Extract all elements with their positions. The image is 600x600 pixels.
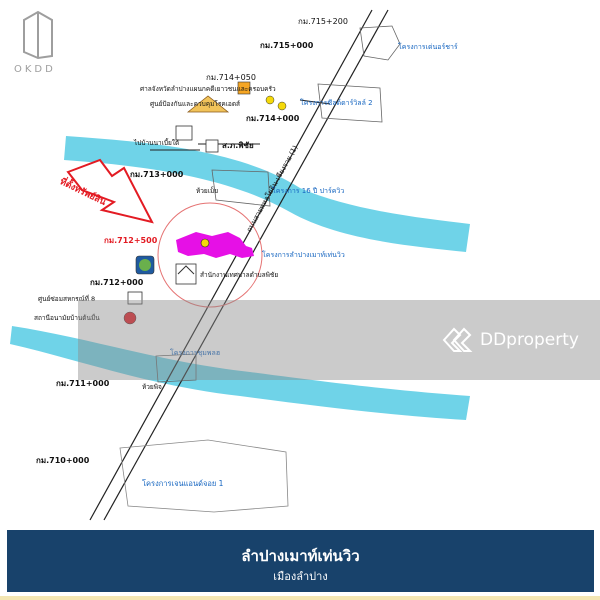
outline-parkview [211,169,271,207]
site-arrow [66,158,154,224]
marker-km713-000: กม.713+000 [130,170,184,179]
recycle-inner [139,259,151,271]
property-banner: ลำปางเมาท์เท่นวิว เมืองลำปาง [7,530,594,592]
marker-km712-500: กม.712+500 [104,236,158,245]
ddproperty-text: DDproperty [480,330,579,350]
label-project-2: โครงการซีลด์ดาร์วิลล์ 2 [300,99,373,107]
label-project-lower: โครงการชุมพลฮ [170,349,221,357]
municipal-box [175,263,197,285]
watermark-band [78,300,600,380]
label-municipal: สำนักงานเทศบาลตำบลพิชัย [200,271,279,279]
outline-bottom-project [119,439,289,513]
marker-km715-200: กม.715+200 [298,17,348,26]
marker-km715-000: กม.715+000 [260,41,314,50]
outline-top-project [359,25,401,61]
court-building [175,125,193,141]
label-project-mountain: โครงการลำปางเมาท์เท่นวิว [262,251,345,259]
label-river-2: ห้วยพิจ [142,383,162,391]
marker-km714-050: กม.714+050 [206,73,256,82]
ddproperty-watermark: DDproperty [440,325,579,355]
outline-project2 [317,83,383,123]
plot-marker [200,238,210,248]
label-river-1: ห้วยเม็ย [196,187,219,195]
landmark-icon [237,81,251,95]
property-district: เมืองลำปาง [273,570,328,583]
bottom-strip [0,596,600,600]
yellow-marker-3 [277,101,287,111]
label-project-bottom: โครงการเจนแอนด์จอย 1 [142,479,224,488]
label-project-river: โครงการ 16 ปี ปาร์ควิว [272,187,345,195]
repair-box [127,291,143,305]
property-plot [176,232,254,258]
label-repair-center: ศูนย์ซ่อมสหกรณ์ที่ 8 [38,295,96,303]
temple-roof [186,95,230,113]
marker-km712-000: กม.712+000 [90,278,144,287]
health-icon [123,311,137,325]
ddproperty-logo-icon [442,327,473,352]
property-circle [157,202,263,308]
river-lower [10,326,470,420]
river-upper [64,136,470,252]
property-title: ลำปางเมาท์เท่นวิว [241,547,360,565]
outline-lower-project [155,353,197,383]
label-health-station: สถานีอนามัยบ้านต้นมื่น [34,314,100,322]
highway-line-right [103,9,389,521]
side-road-project2 [299,99,331,105]
label-police: ส.ภ.พิชัย [222,141,254,150]
okdd-logo-text: OKDD [14,64,56,75]
label-drug-center: ศูนย์ป้องกันและควบคุมโรคเอดส์ [150,100,241,108]
label-to-village: ไปบ้านนาเบี้ยใต้ [134,139,180,147]
highway-line-left [89,9,373,521]
yellow-marker-2 [265,95,275,105]
label-court: ศาลจังหวัดลำปางแผนกคดีเยาวชนและครอบครัว [140,85,276,93]
municipal-roof [177,265,195,275]
label-project-top: โครงการเด่นอร์ชาร์ [398,43,458,51]
marker-km711-000: กม.711+000 [56,379,110,388]
police-box [205,139,219,153]
okdd-logo-icon [23,10,53,60]
marker-km710-000: กม.710+000 [36,456,90,465]
marker-km714-000: กม.714+000 [246,114,300,123]
